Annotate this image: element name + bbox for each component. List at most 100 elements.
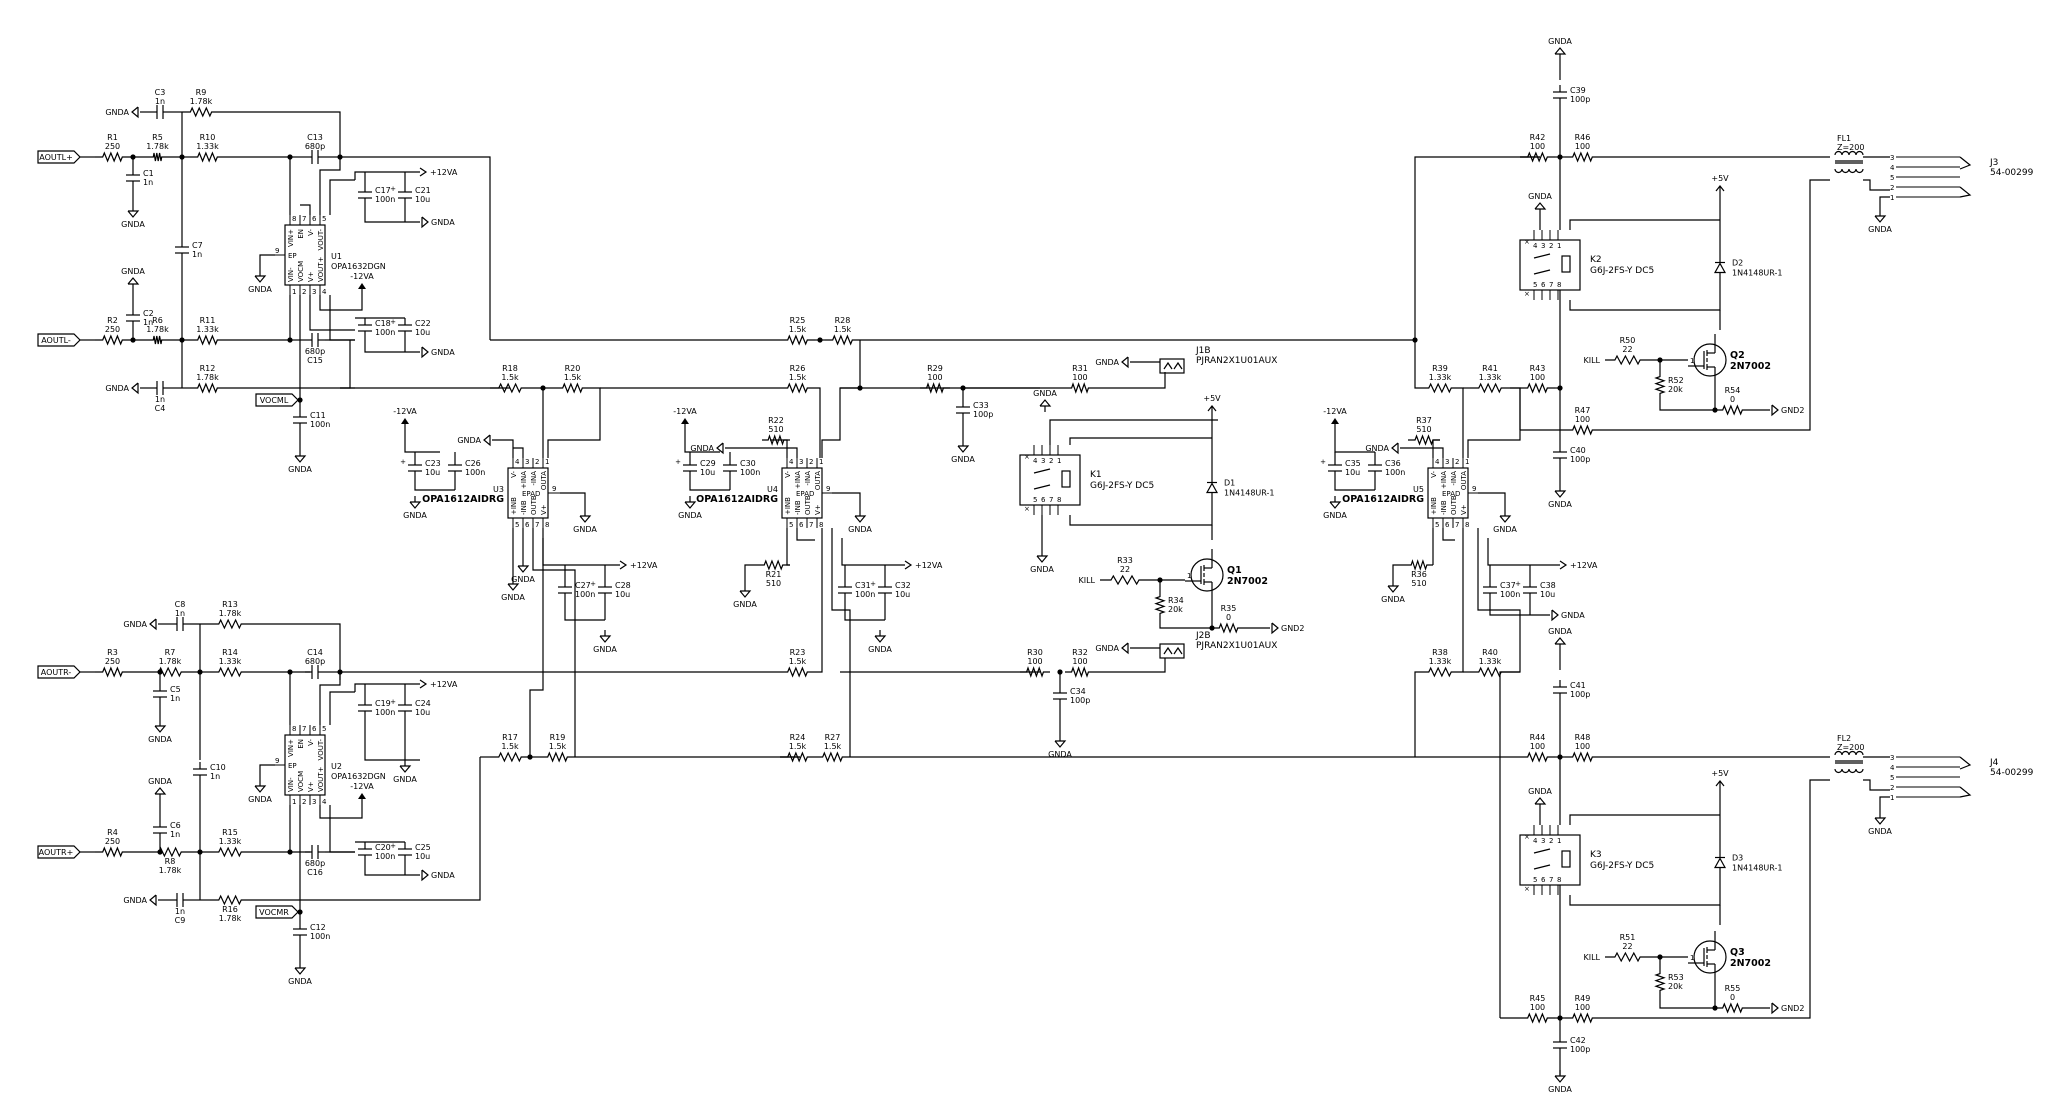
- capacitor-ref: C5: [170, 685, 181, 694]
- pin-number: 3: [799, 458, 803, 466]
- ground-symbol: GNDA: [573, 510, 597, 534]
- resistor-ref: R54: [1725, 386, 1741, 395]
- wire-segment: [150, 335, 165, 345]
- ground-symbol: GNDA: [1868, 210, 1892, 234]
- resistor-value: 100: [1530, 1003, 1545, 1012]
- ground-symbol: GNDA: [1548, 37, 1572, 60]
- wire-segment: [1334, 478, 1375, 491]
- resistor-ref: R35: [1221, 604, 1237, 613]
- wire-segment: [1654, 370, 1666, 400]
- resistor-ref: R30: [1027, 648, 1043, 657]
- resistor-value: 100: [1575, 142, 1590, 151]
- ground-symbol: GNDA: [1365, 442, 1399, 455]
- capacitor-ref: C32: [895, 581, 911, 590]
- wire-segment: [1520, 1012, 1555, 1024]
- wire-segment: [1605, 354, 1650, 366]
- resistor-value: 250: [105, 837, 120, 846]
- resistor-value: 1.78k: [219, 609, 242, 618]
- pin-number: 3: [312, 798, 316, 806]
- resistor-ref: R7: [165, 648, 176, 657]
- power-symbol: -12VA: [673, 407, 697, 430]
- pin-number: 8: [819, 521, 823, 529]
- nc-mark: ×: [1024, 453, 1030, 461]
- capacitor-value: 10u: [425, 468, 440, 477]
- capacitor-value: 100n: [740, 468, 760, 477]
- ground-symbol: GNDA: [1528, 787, 1552, 810]
- wire-segment: [1565, 151, 1600, 163]
- ground-label: GNDA: [1030, 565, 1054, 574]
- polarity-mark: +: [390, 698, 396, 706]
- power-label: +5V: [1203, 394, 1221, 403]
- ground-label: GNDA: [431, 348, 455, 357]
- resistor-value: 100: [1027, 657, 1042, 666]
- pin-number: 4: [1033, 457, 1038, 465]
- resistor-value: 510: [1411, 579, 1426, 588]
- resistor-ref: R32: [1072, 648, 1088, 657]
- wire-segment: [329, 295, 355, 341]
- ground-symbol: GNDA: [848, 510, 872, 534]
- resistor-ref: R15: [222, 828, 238, 837]
- pin-number: 7: [809, 521, 813, 529]
- pin-number: 2: [535, 458, 539, 466]
- pin-name: +INA: [1440, 471, 1448, 489]
- capacitor-value: 680p: [305, 347, 325, 356]
- capacitor-ref: C26: [465, 459, 481, 468]
- capacitor-ref: C16: [307, 868, 323, 877]
- ic-part: OPA1612AIDRG: [696, 494, 778, 505]
- pin-number: 5: [322, 215, 326, 223]
- ground-label: GNDA: [733, 600, 757, 609]
- resistor-ref: R49: [1575, 994, 1591, 1003]
- connector-ref: J4: [1989, 758, 1999, 768]
- capacitor-value: 1n: [175, 907, 185, 916]
- resistor-ref: R9: [196, 88, 207, 97]
- wire-segment: [1470, 666, 1510, 678]
- net-label-vocml: VOCML: [255, 393, 299, 407]
- opamp-u4: V-4+INA3-INA2OUTA1+INB5-INB6OUTB7V+8EPAD…: [696, 458, 834, 529]
- power-label: -12VA: [673, 407, 697, 416]
- resistor-value: 1.78k: [146, 142, 169, 151]
- resistor-ref: R44: [1530, 733, 1546, 742]
- pin-number: 6: [799, 521, 804, 529]
- ground-symbol: GNDA: [1381, 580, 1405, 604]
- wire-segment: [95, 846, 130, 858]
- pin-number: 8: [1557, 876, 1561, 884]
- relay-part: G6J-2FS-Y DC5: [1590, 266, 1654, 276]
- wire-segment: [920, 382, 950, 394]
- nc-mark: ×: [1024, 505, 1030, 513]
- relay-ref: K3: [1590, 850, 1602, 860]
- pin-number: 4: [1533, 242, 1538, 250]
- wire-segment: [1520, 151, 1555, 163]
- resistor-ref: R42: [1530, 133, 1546, 142]
- ground-symbol: GNDA: [1095, 356, 1129, 369]
- resistor-value: 1.5k: [549, 742, 567, 751]
- pin-number: 2: [1049, 457, 1053, 465]
- resistor-value: 22: [1120, 565, 1130, 574]
- wire-segment: [340, 156, 491, 340]
- wire-segment: [796, 528, 815, 541]
- wire-segment: [560, 492, 586, 510]
- ground-symbol: GNDA: [457, 434, 491, 447]
- ic-part: OPA1632DGN: [331, 772, 386, 781]
- wire-segment: [1069, 505, 1213, 526]
- wire-segment: [1065, 382, 1095, 394]
- resistor-value: 1.33k: [196, 325, 219, 334]
- pin-number: 4: [1890, 164, 1895, 172]
- resistor-ref: R50: [1620, 336, 1636, 345]
- capacitor-value: 100n: [375, 328, 395, 337]
- wire-segment: [821, 340, 861, 458]
- pin-number: 2: [1890, 784, 1894, 792]
- pin-name: EPAD: [1442, 490, 1460, 498]
- pin-number: 2: [1549, 242, 1553, 250]
